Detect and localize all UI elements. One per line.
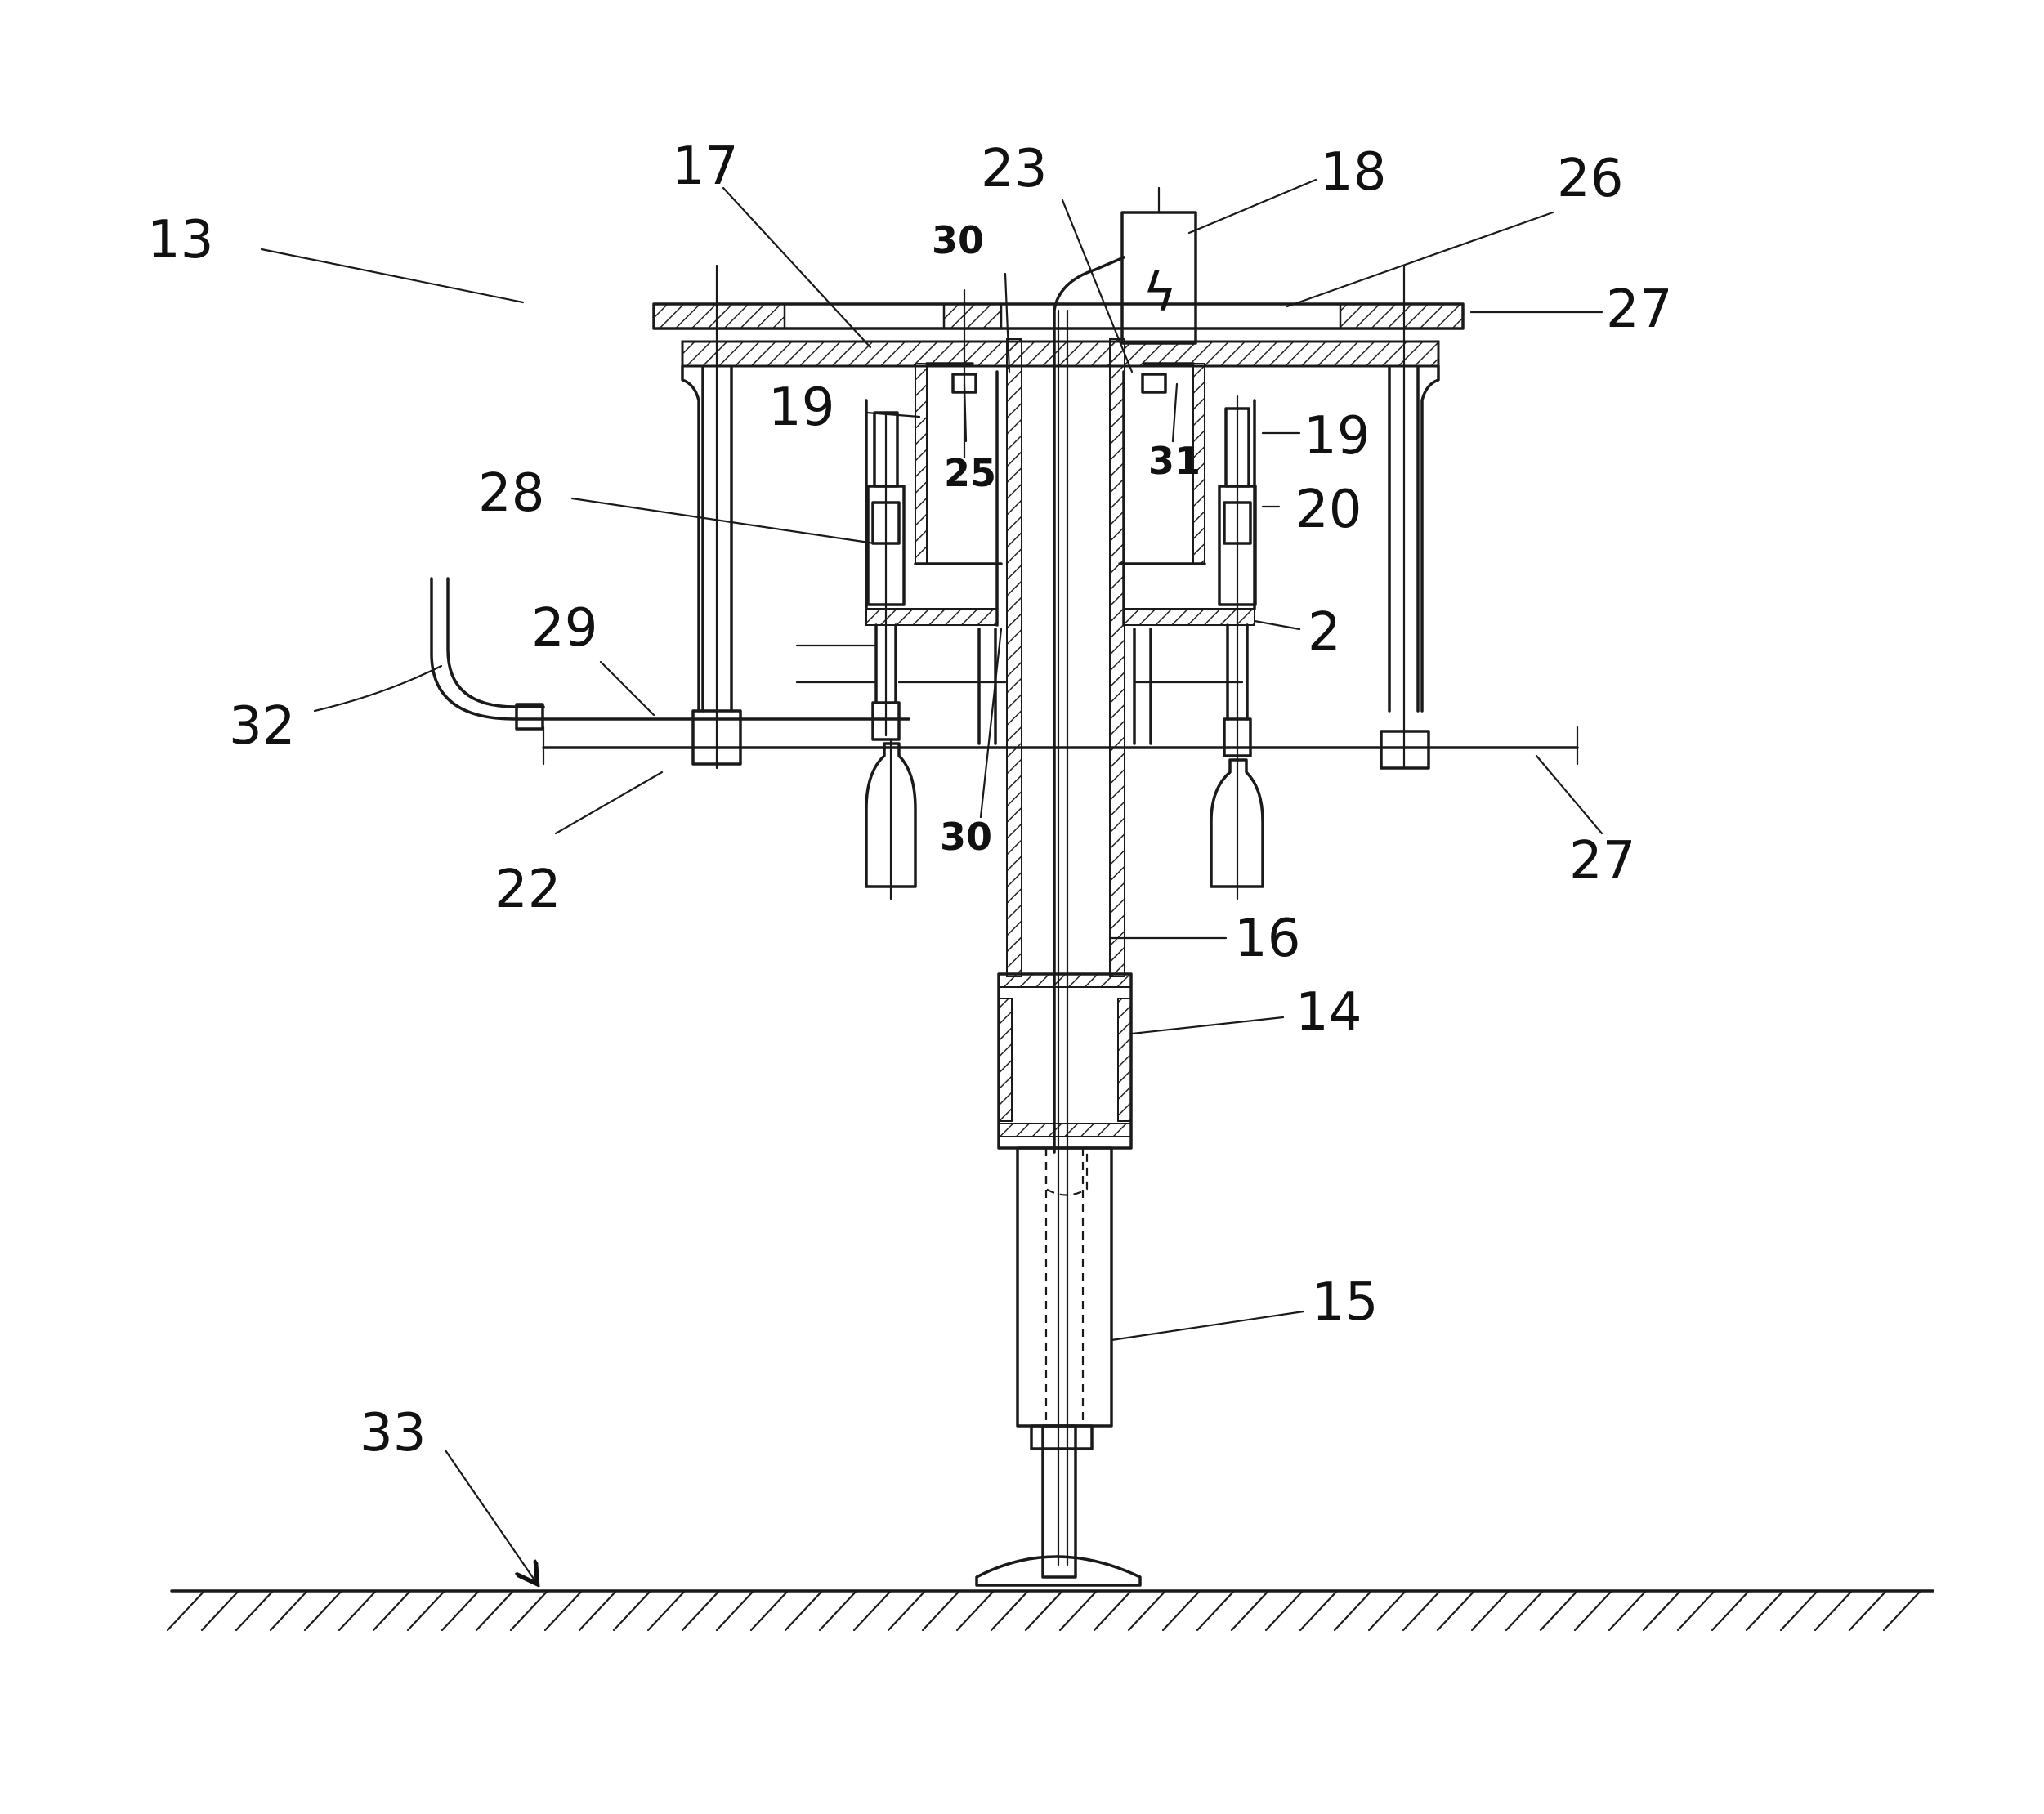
ground-hatch-line [373, 1591, 410, 1630]
ground-hatch-line [717, 1591, 754, 1630]
central-column-16 [1007, 257, 1125, 1565]
label-22: 22 [494, 860, 561, 920]
ground-hatch-line [579, 1591, 616, 1630]
ground-hatch-line [648, 1591, 685, 1630]
label-23: 23 [981, 139, 1047, 199]
ground-hatch-line [1541, 1591, 1577, 1630]
ground-hatch-line [1678, 1591, 1715, 1630]
supply-hose-32 [432, 579, 543, 729]
ground-hatch-line [1369, 1591, 1406, 1630]
ground-hatch-line [1335, 1591, 1371, 1630]
ground-hatch-line [682, 1591, 719, 1630]
label-19-right: 19 [1304, 406, 1370, 467]
leader-lines [262, 180, 1602, 1581]
ground-hatch-line [1094, 1591, 1131, 1630]
ground-hatch-line [785, 1591, 822, 1630]
label-16: 16 [1234, 909, 1300, 969]
ground-hatch-line [1747, 1591, 1783, 1630]
ground-hatch-line [1849, 1591, 1886, 1630]
ground-hatch-line [1815, 1591, 1852, 1630]
ground-hatch-line [1644, 1591, 1680, 1630]
label-33: 33 [360, 1403, 426, 1463]
label-14: 14 [1295, 982, 1362, 1043]
label-18: 18 [1320, 142, 1386, 203]
ground-hatch-line [236, 1591, 273, 1630]
label-32: 32 [229, 696, 295, 757]
ground-hatch-line [408, 1591, 445, 1630]
reference-labels: 13 17 23 18 26 27 30 19 25 31 19 20 28 2… [147, 136, 1672, 1463]
ground-hatch-line [1403, 1591, 1440, 1630]
ground-hatch-line [1060, 1591, 1097, 1630]
ground-hatch-line [1781, 1591, 1818, 1630]
label-30-top: 30 [932, 218, 984, 262]
ground-hatch-line [1129, 1591, 1165, 1630]
ground-hatch-line [545, 1591, 582, 1630]
left-bottle [866, 739, 915, 899]
ground-hatch-line [442, 1591, 479, 1630]
ground-hatch-line [202, 1591, 239, 1630]
label-25: 25 [944, 451, 996, 495]
label-27-bottom: 27 [1569, 831, 1635, 891]
label-19-left: 19 [768, 378, 834, 438]
ground-hatch-line [1884, 1591, 1921, 1630]
ground-hatch-line [820, 1591, 857, 1630]
ground-surface [168, 1591, 1933, 1630]
right-housing [1120, 364, 1255, 625]
label-20: 20 [1295, 480, 1362, 540]
ground-hatch-line [888, 1591, 925, 1630]
ground-hatch-line [1506, 1591, 1543, 1630]
ground-hatch-line [957, 1591, 994, 1630]
right-filling-valve [1219, 396, 1255, 899]
label-30-bottom: 30 [940, 815, 992, 859]
label-28: 28 [478, 463, 544, 524]
ground-hatch-line [1472, 1591, 1509, 1630]
ground-hatch-line [1026, 1591, 1062, 1630]
label-17: 17 [672, 136, 738, 197]
ground-hatch-line [1232, 1591, 1268, 1630]
ground-hatch-line [923, 1591, 959, 1630]
label-2: 2 [1308, 602, 1341, 663]
label-15: 15 [1312, 1272, 1378, 1333]
ground-hatch-line [1266, 1591, 1303, 1630]
left-filling-valve [868, 413, 904, 739]
ground-hatch-line [271, 1591, 307, 1630]
ground-hatch-line [1438, 1591, 1474, 1630]
ground-hatch-line [1197, 1591, 1234, 1630]
ground-hatch-line [168, 1591, 204, 1630]
label-27-top: 27 [1606, 279, 1672, 340]
ground-hatch-line [751, 1591, 788, 1630]
label-29: 29 [531, 598, 597, 659]
ground-hatch-line [305, 1591, 342, 1630]
ground-hatch-line [1300, 1591, 1337, 1630]
label-26: 26 [1557, 149, 1623, 209]
ground-hatch-line [511, 1591, 548, 1630]
ground-hatch-line [476, 1591, 513, 1630]
ground-hatch-line [339, 1591, 376, 1630]
lightning-icon: ϟ [1143, 263, 1177, 324]
ground-hatch-line [1163, 1591, 1200, 1630]
ground-hatch-line [1712, 1591, 1749, 1630]
ground-hatch-line [614, 1591, 651, 1630]
label-13: 13 [147, 210, 213, 270]
ground-hatch-line [991, 1591, 1028, 1630]
ground-hatch-line [1609, 1591, 1646, 1630]
label-31: 31 [1148, 439, 1201, 483]
support-cylinder-15 [1018, 1148, 1111, 1449]
ground-hatch-line [854, 1591, 891, 1630]
electric-box-18: ϟ [1122, 188, 1196, 343]
ground-hatch-line [1575, 1591, 1612, 1630]
